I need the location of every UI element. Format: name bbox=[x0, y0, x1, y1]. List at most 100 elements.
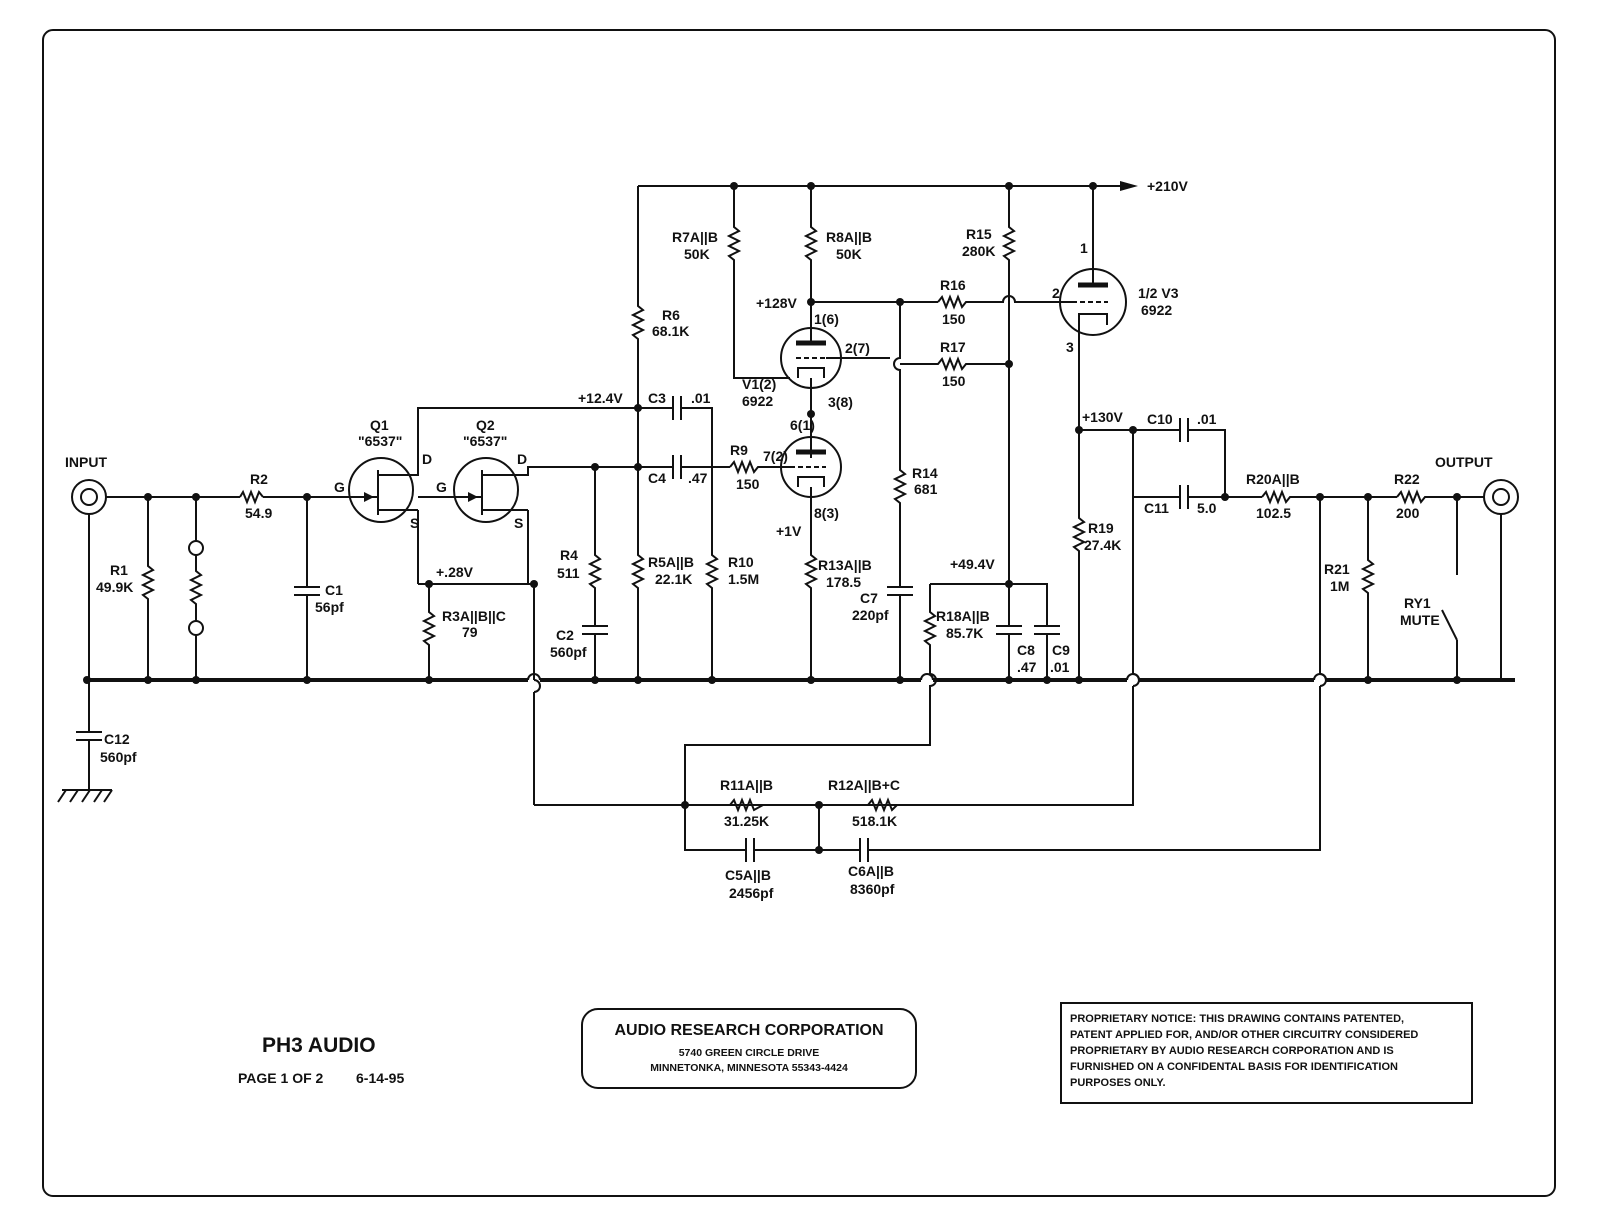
r15-ref: R15 bbox=[966, 226, 992, 242]
q2-source-pin: S bbox=[514, 515, 523, 531]
r21-value: 1M bbox=[1330, 578, 1349, 594]
r11-ref: R11A||B bbox=[720, 777, 773, 793]
q1-drain-pin: D bbox=[422, 451, 432, 467]
notice-line-4: FURNISHED ON A CONFIDENTAL BASIS FOR IDE… bbox=[1070, 1061, 1398, 1073]
r11-value: 31.25K bbox=[724, 813, 769, 829]
r5-value: 22.1K bbox=[655, 571, 692, 587]
v3-grid-pin: 2 bbox=[1052, 285, 1060, 301]
r4-value: 511 bbox=[557, 565, 580, 581]
c12-value: 560pf bbox=[100, 749, 137, 765]
v-130-label: +130V bbox=[1082, 409, 1124, 425]
r6-value: 68.1K bbox=[652, 323, 689, 339]
r21-ref: R21 bbox=[1324, 561, 1350, 577]
notice-box bbox=[1060, 1002, 1473, 1104]
r4-ref: R4 bbox=[560, 547, 578, 563]
notice-line-5: PURPOSES ONLY. bbox=[1070, 1077, 1166, 1089]
q1-gate-pin: G bbox=[334, 479, 345, 495]
r13-value: 178.5 bbox=[826, 574, 861, 590]
c4-value: .47 bbox=[688, 470, 708, 486]
c12-ref: C12 bbox=[104, 731, 130, 747]
output-jack bbox=[1483, 479, 1519, 515]
v3-part: 6922 bbox=[1141, 302, 1172, 318]
r22-ref: R22 bbox=[1394, 471, 1420, 487]
r12-ref: R12A||B+C bbox=[828, 777, 900, 793]
v1a-cathode-pin: 3(8) bbox=[828, 394, 853, 410]
r20-value: 102.5 bbox=[1256, 505, 1291, 521]
page-info: PAGE 1 OF 2 bbox=[238, 1070, 324, 1086]
c7-value: 220pf bbox=[852, 607, 889, 623]
c11-ref: C11 bbox=[1144, 500, 1169, 516]
v1a-grid-pin: 2(7) bbox=[845, 340, 870, 356]
c8-ref: C8 bbox=[1017, 642, 1035, 658]
c10-value: .01 bbox=[1197, 411, 1217, 427]
c6-value: 8360pf bbox=[850, 881, 895, 897]
c3-value: .01 bbox=[691, 390, 711, 406]
q1-part: "6537" bbox=[358, 433, 402, 449]
c9-ref: C9 bbox=[1052, 642, 1070, 658]
input-label: INPUT bbox=[65, 454, 107, 470]
company-name: AUDIO RESEARCH CORPORATION bbox=[614, 1022, 883, 1039]
r17-value: 150 bbox=[942, 373, 966, 389]
r10-ref: R10 bbox=[728, 554, 754, 570]
r8-value: 50K bbox=[836, 246, 862, 262]
c9-value: .01 bbox=[1050, 659, 1070, 675]
v3-plate-pin: 1 bbox=[1080, 240, 1088, 256]
v1b-plate-pin: 6(1) bbox=[790, 417, 815, 433]
r14-value: 681 bbox=[914, 481, 938, 497]
input-jack bbox=[71, 479, 107, 515]
r19-ref: R19 bbox=[1088, 520, 1114, 536]
drawing-date: 6-14-95 bbox=[356, 1070, 404, 1086]
q2-ref: Q2 bbox=[476, 417, 495, 433]
v1-part: 6922 bbox=[742, 393, 773, 409]
r22-value: 200 bbox=[1396, 505, 1420, 521]
q2-gate-pin: G bbox=[436, 479, 447, 495]
q2-drain-pin: D bbox=[517, 451, 527, 467]
company-box bbox=[581, 1008, 917, 1089]
v-124-label: +12.4V bbox=[578, 390, 623, 406]
c1-value: 56pf bbox=[315, 599, 344, 615]
company-address-2: MINNETONKA, MINNESOTA 55343-4424 bbox=[650, 1062, 848, 1074]
v3-ref: 1/2 V3 bbox=[1138, 285, 1179, 301]
r1-value: 49.9K bbox=[96, 579, 133, 595]
r1-ref: R1 bbox=[110, 562, 128, 578]
c6-ref: C6A||B bbox=[848, 863, 894, 879]
r15-value: 280K bbox=[962, 243, 995, 259]
r18-ref: R18A||B bbox=[936, 608, 990, 624]
c11-value: 5.0 bbox=[1197, 500, 1217, 516]
q1-source-pin: S bbox=[410, 515, 419, 531]
r8-ref: R8A||B bbox=[826, 229, 872, 245]
r7-ref: R7A||B bbox=[672, 229, 718, 245]
r9-value: 150 bbox=[736, 476, 760, 492]
page-border bbox=[42, 29, 1556, 1197]
q2-part: "6537" bbox=[463, 433, 507, 449]
output-label: OUTPUT bbox=[1435, 454, 1493, 470]
notice-line-3: PROPRIETARY BY AUDIO RESEARCH CORPORATIO… bbox=[1070, 1045, 1394, 1057]
drawing-title: PH3 AUDIO bbox=[262, 1034, 376, 1057]
notice-line-2: PATENT APPLIED FOR, AND/OR OTHER CIRCUIT… bbox=[1070, 1029, 1418, 1041]
junction-dots bbox=[83, 182, 1461, 854]
r16-value: 150 bbox=[942, 311, 966, 327]
r12-value: 518.1K bbox=[852, 813, 897, 829]
r18-value: 85.7K bbox=[946, 625, 983, 641]
v3-cathode-pin: 3 bbox=[1066, 339, 1074, 355]
r3-ref: R3A||B||C bbox=[442, 608, 506, 624]
company-address-1: 5740 GREEN CIRCLE DRIVE bbox=[679, 1047, 820, 1059]
v1-ref: V1(2) bbox=[742, 376, 776, 392]
v-028-label: +.28V bbox=[436, 564, 474, 580]
r13-ref: R13A||B bbox=[818, 557, 872, 573]
r2-ref: R2 bbox=[250, 471, 268, 487]
v-1-label: +1V bbox=[776, 523, 802, 539]
q2-jfet bbox=[418, 457, 529, 523]
ry1-ref: RY1 bbox=[1404, 595, 1431, 611]
notice-line-1: PROPRIETARY NOTICE: THIS DRAWING CONTAIN… bbox=[1070, 1013, 1404, 1025]
v1b-cathode-pin: 8(3) bbox=[814, 505, 839, 521]
r5-ref: R5A||B bbox=[648, 554, 694, 570]
r3-value: 79 bbox=[462, 624, 478, 640]
ground-bus bbox=[87, 673, 1515, 682]
r14-ref: R14 bbox=[912, 465, 938, 481]
v1a-plate-pin: 1(6) bbox=[814, 311, 839, 327]
v-494-label: +49.4V bbox=[950, 556, 995, 572]
r20-ref: R20A||B bbox=[1246, 471, 1300, 487]
r2-value: 54.9 bbox=[245, 505, 272, 521]
